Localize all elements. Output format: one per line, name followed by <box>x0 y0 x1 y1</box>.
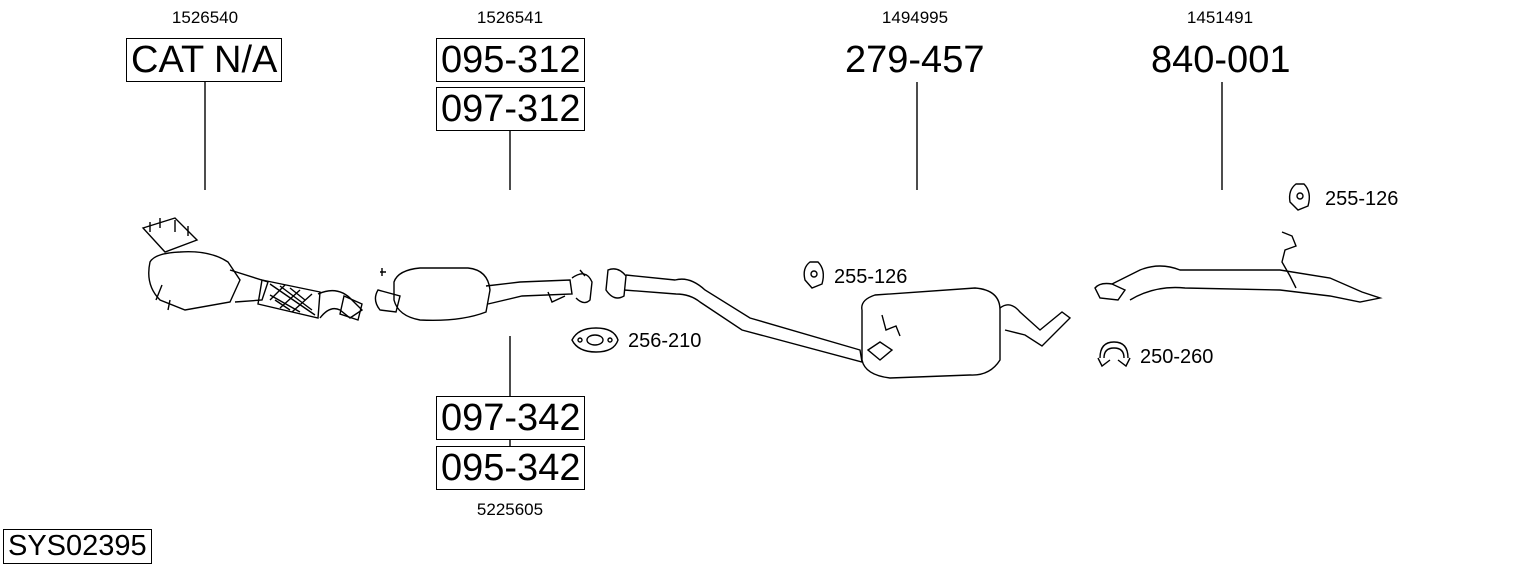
hanger-label-1: 255-126 <box>834 266 908 288</box>
rear-pipe-part <box>1094 231 1383 303</box>
catalytic-converter-part <box>141 217 364 321</box>
rubber-hanger-icon <box>803 261 825 289</box>
part-code-840-001: 840-001 <box>1151 39 1291 81</box>
clamp-label: 250-260 <box>1140 346 1214 368</box>
system-id: SYS02395 <box>3 529 152 564</box>
hanger-label-2: 255-126 <box>1325 188 1399 210</box>
oe-number-bottom: 5225605 <box>476 500 544 519</box>
part-code-095-312: 095-312 <box>436 38 586 82</box>
part-code-cat: CAT N/A <box>126 38 283 82</box>
oe-number-3: 1494995 <box>881 8 949 27</box>
clamp-icon <box>1097 341 1131 368</box>
rubber-hanger-icon <box>1288 183 1311 211</box>
intermediate-catalyst-part <box>374 267 593 321</box>
oe-number-2: 1526541 <box>476 8 544 27</box>
gasket-icon <box>571 327 619 353</box>
centre-silencer-part <box>605 268 1072 379</box>
part-code-095-342: 095-342 <box>436 446 586 490</box>
gasket-label: 256-210 <box>628 330 702 352</box>
oe-number-1: 1526540 <box>171 8 239 27</box>
part-code-097-342: 097-342 <box>436 396 586 440</box>
part-code-097-312: 097-312 <box>436 87 586 131</box>
oe-number-4: 1451491 <box>1186 8 1254 27</box>
part-code-279-457: 279-457 <box>845 39 985 81</box>
